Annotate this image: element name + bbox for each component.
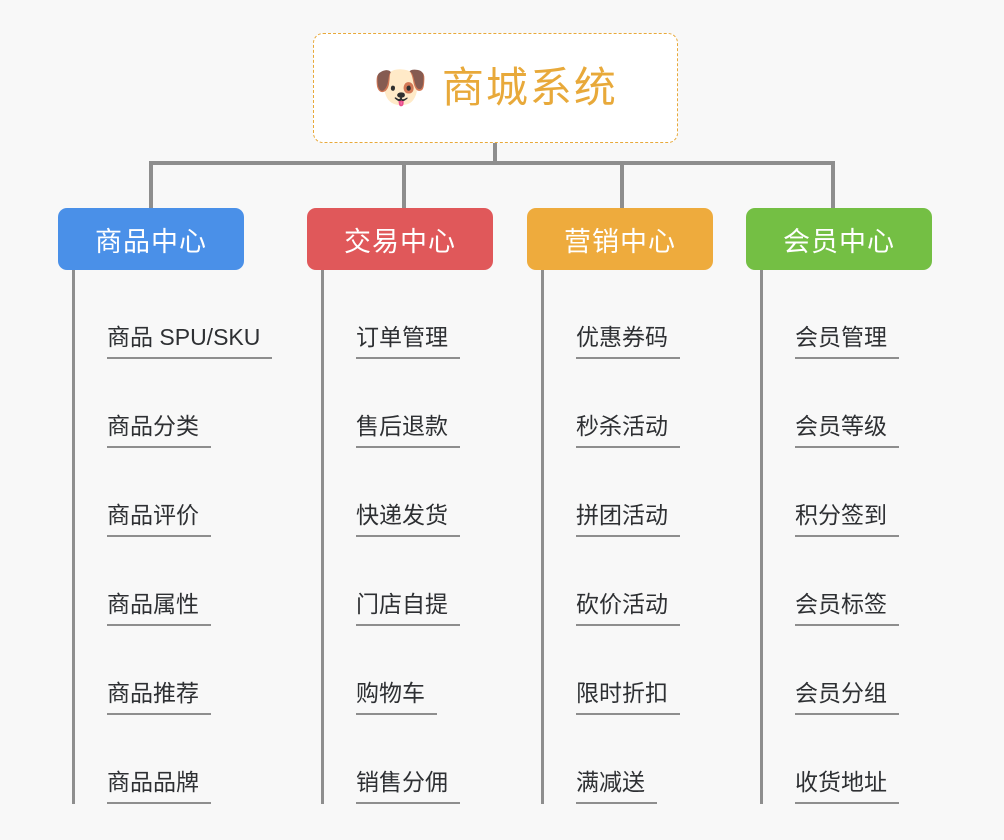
leaf-item[interactable]: 秒杀活动 <box>544 359 713 448</box>
leaf-item-label: 积分签到 <box>795 502 899 537</box>
connector-drop-marketing-center <box>620 161 624 208</box>
connector-horizontal-bus <box>149 161 833 165</box>
leaf-item-label: 商品品牌 <box>107 769 211 804</box>
leaf-item-label: 快递发货 <box>356 502 460 537</box>
column-header-label: 商品中心 <box>95 226 207 257</box>
leaf-item-label: 拼团活动 <box>576 502 680 537</box>
leaf-item[interactable]: 会员分组 <box>763 626 932 715</box>
leaf-item-label: 会员管理 <box>795 324 899 359</box>
leaf-item[interactable]: 商品属性 <box>75 537 244 626</box>
root-node[interactable]: 🐶 商城系统 <box>313 33 678 143</box>
leaf-item[interactable]: 会员标签 <box>763 537 932 626</box>
leaf-item-label: 砍价活动 <box>576 591 680 626</box>
shiba-dog-face-icon: 🐶 <box>373 63 428 112</box>
connector-drop-product-center <box>149 161 153 208</box>
leaf-item[interactable]: 销售分佣 <box>324 715 493 804</box>
column-header-trade-center[interactable]: 交易中心 <box>307 208 493 270</box>
column-body-member-center: 会员管理会员等级积分签到会员标签会员分组收货地址 <box>760 270 932 804</box>
leaf-item-label: 优惠券码 <box>576 324 680 359</box>
leaf-item[interactable]: 限时折扣 <box>544 626 713 715</box>
leaf-item[interactable]: 商品评价 <box>75 448 244 537</box>
leaf-item[interactable]: 满减送 <box>544 715 713 804</box>
column-product-center: 商品中心商品 SPU/SKU 商品分类商品评价商品属性商品推荐商品品牌 <box>58 208 273 804</box>
leaf-item-label: 商品属性 <box>107 591 211 626</box>
leaf-item-label: 会员标签 <box>795 591 899 626</box>
leaf-item[interactable]: 门店自提 <box>324 537 493 626</box>
column-body-trade-center: 订单管理售后退款快递发货门店自提购物车销售分佣 <box>321 270 493 804</box>
leaf-item[interactable]: 拼团活动 <box>544 448 713 537</box>
leaf-item-label: 订单管理 <box>356 324 460 359</box>
connector-drop-member-center <box>831 161 835 208</box>
leaf-item-label: 秒杀活动 <box>576 413 680 448</box>
column-body-marketing-center: 优惠券码秒杀活动拼团活动砍价活动限时折扣满减送 <box>541 270 713 804</box>
column-header-label: 交易中心 <box>344 226 456 257</box>
leaf-item-label: 商品推荐 <box>107 680 211 715</box>
column-trade-center: 交易中心订单管理售后退款快递发货门店自提购物车销售分佣 <box>307 208 493 804</box>
column-header-product-center[interactable]: 商品中心 <box>58 208 244 270</box>
leaf-item[interactable]: 积分签到 <box>763 448 932 537</box>
root-title: 商城系统 <box>441 64 618 111</box>
leaf-item-label: 销售分佣 <box>356 769 460 804</box>
leaf-item-label: 门店自提 <box>356 591 460 626</box>
leaf-item[interactable]: 会员管理 <box>763 270 932 359</box>
leaf-item-label: 满减送 <box>576 769 657 804</box>
leaf-item[interactable]: 会员等级 <box>763 359 932 448</box>
leaf-item[interactable]: 商品分类 <box>75 359 244 448</box>
leaf-item-label: 商品分类 <box>107 413 211 448</box>
column-member-center: 会员中心会员管理会员等级积分签到会员标签会员分组收货地址 <box>746 208 932 804</box>
leaf-item-label: 购物车 <box>356 680 437 715</box>
leaf-item[interactable]: 商品品牌 <box>75 715 244 804</box>
leaf-item-label: 收货地址 <box>795 769 899 804</box>
leaf-item-label: 售后退款 <box>356 413 460 448</box>
column-header-marketing-center[interactable]: 营销中心 <box>527 208 713 270</box>
connector-root-stem <box>493 143 497 165</box>
column-body-product-center: 商品 SPU/SKU 商品分类商品评价商品属性商品推荐商品品牌 <box>72 270 273 804</box>
leaf-item-label: 商品 SPU/SKU <box>107 324 273 359</box>
leaf-item[interactable]: 收货地址 <box>763 715 932 804</box>
column-marketing-center: 营销中心优惠券码秒杀活动拼团活动砍价活动限时折扣满减送 <box>527 208 713 804</box>
leaf-item-label: 商品评价 <box>107 502 211 537</box>
column-header-label: 会员中心 <box>783 226 895 257</box>
leaf-item[interactable]: 商品 SPU/SKU <box>75 270 273 359</box>
leaf-item[interactable]: 快递发货 <box>324 448 493 537</box>
leaf-item-label: 会员等级 <box>795 413 899 448</box>
leaf-item[interactable]: 购物车 <box>324 626 493 715</box>
connector-drop-trade-center <box>402 161 406 208</box>
leaf-item-label: 限时折扣 <box>576 680 680 715</box>
column-header-label: 营销中心 <box>564 226 676 257</box>
leaf-item-label: 会员分组 <box>795 680 899 715</box>
leaf-item[interactable]: 砍价活动 <box>544 537 713 626</box>
leaf-item[interactable]: 优惠券码 <box>544 270 713 359</box>
leaf-item[interactable]: 售后退款 <box>324 359 493 448</box>
column-header-member-center[interactable]: 会员中心 <box>746 208 932 270</box>
leaf-item[interactable]: 商品推荐 <box>75 626 244 715</box>
leaf-item[interactable]: 订单管理 <box>324 270 493 359</box>
